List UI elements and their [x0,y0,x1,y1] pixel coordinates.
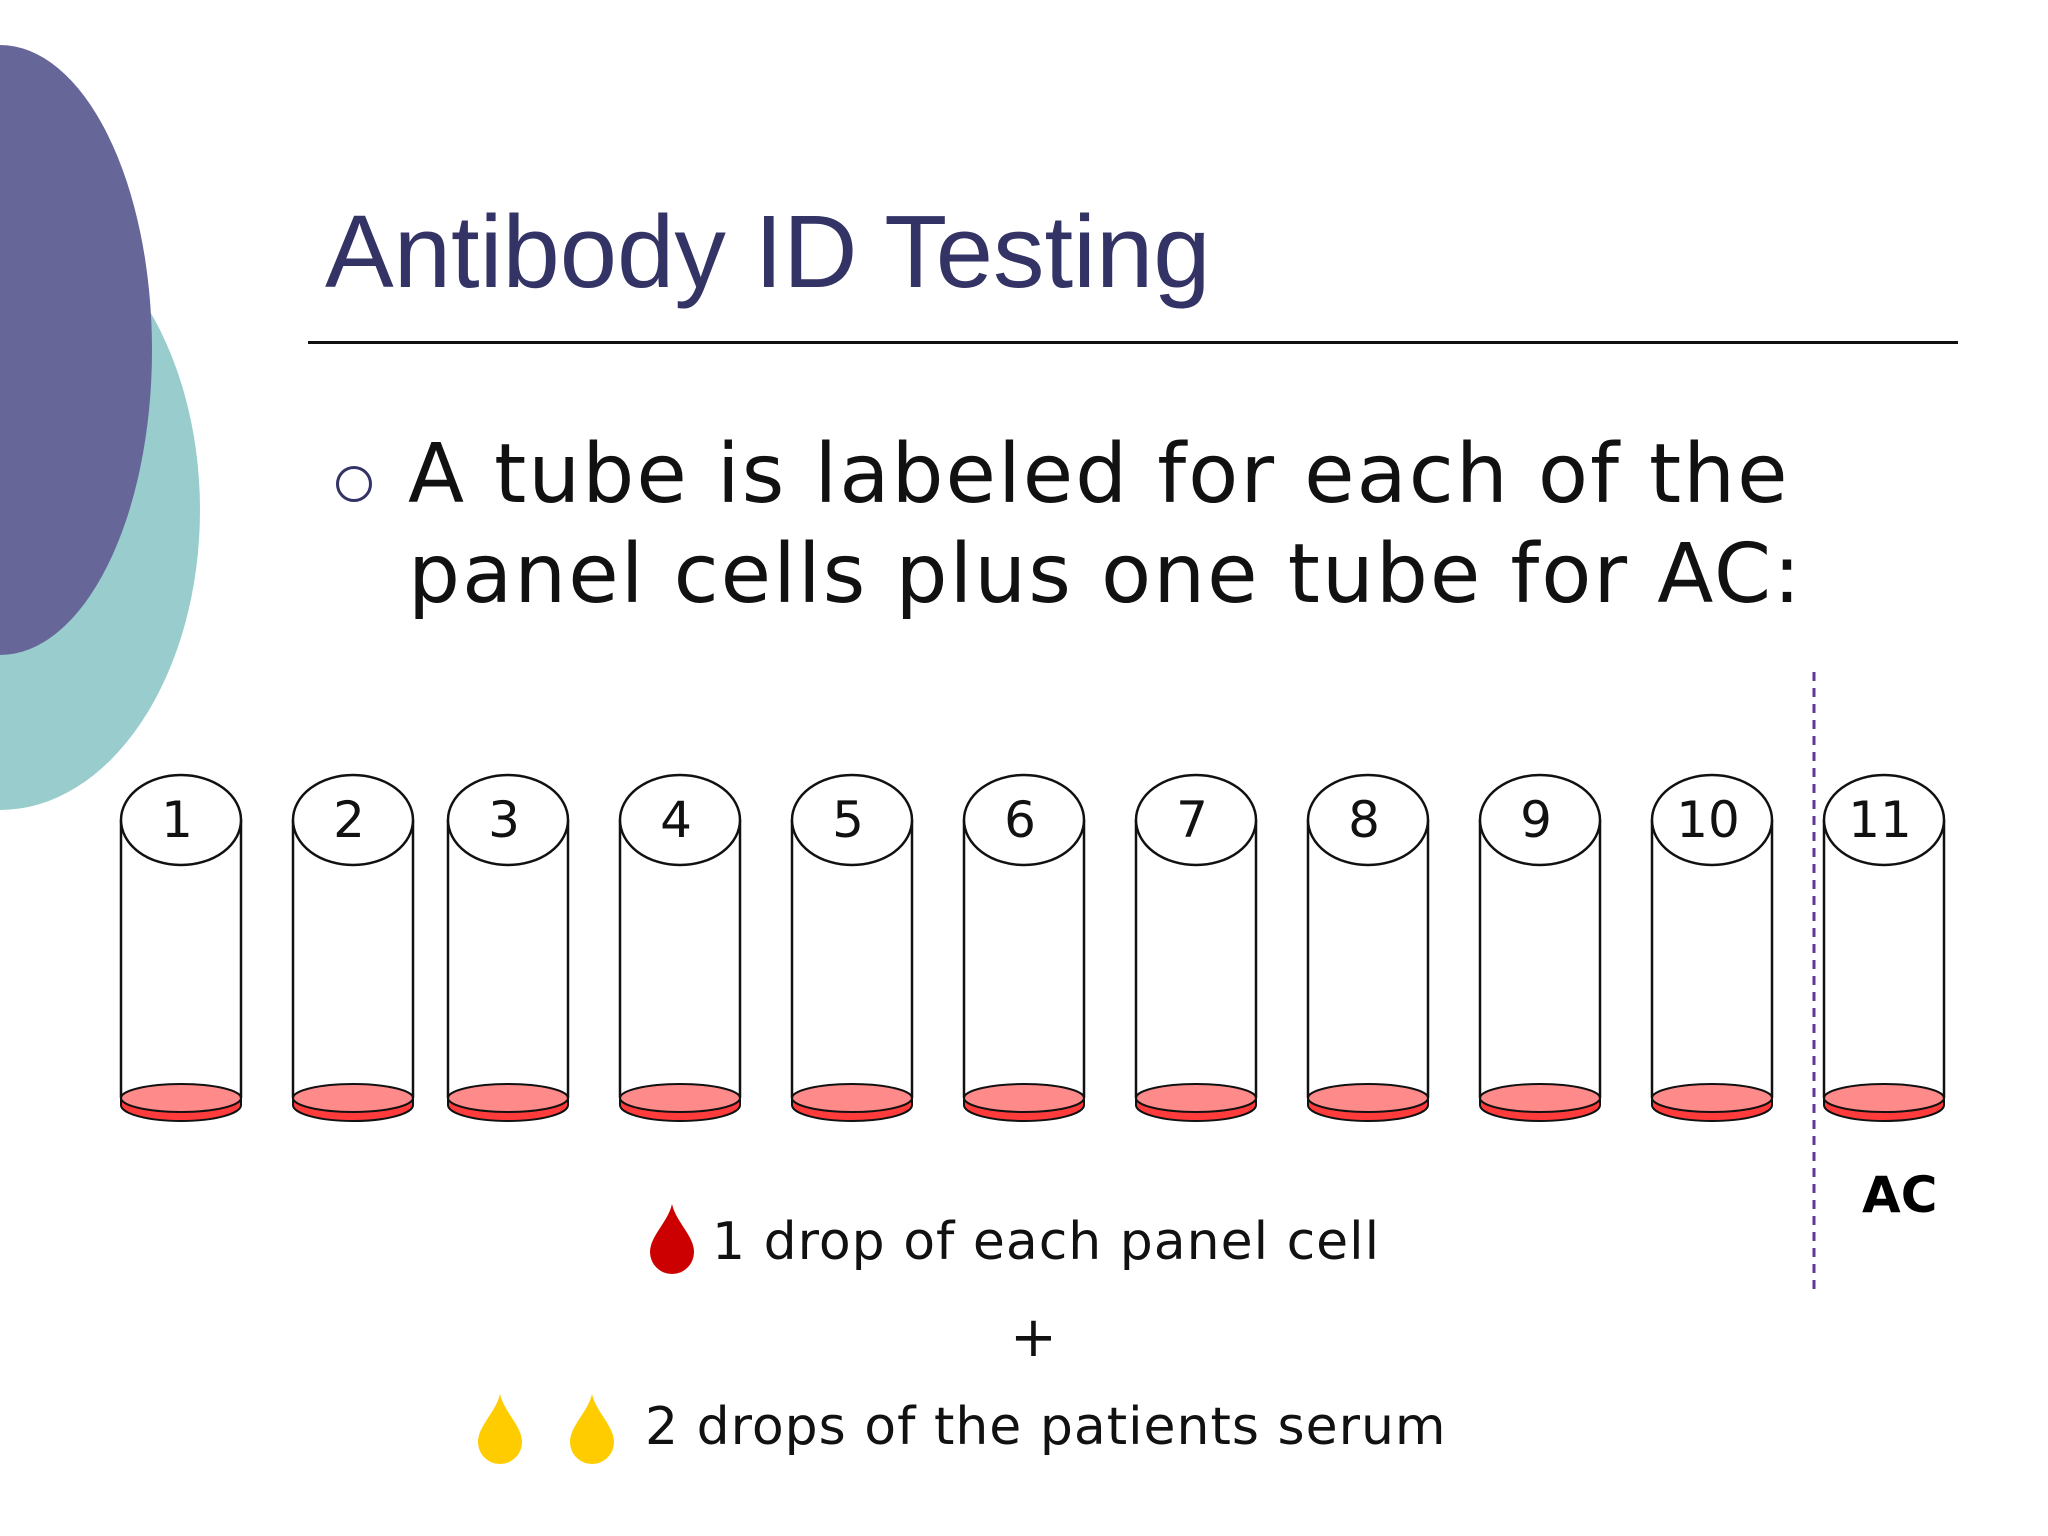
decorative-circles [0,45,200,810]
tube: 3 [446,773,570,1122]
tube-liquid-surface [120,1083,242,1113]
serum-drop-icon [478,1394,522,1464]
title-underline [308,341,1958,344]
tube-liquid-surface [619,1083,741,1113]
tube: 11 [1822,773,1946,1122]
tube: 6 [962,773,1086,1122]
tube-liquid-surface [963,1083,1085,1113]
tube-number: 1 [161,791,193,849]
tube-liquid-surface [447,1083,569,1113]
tube-liquid-surface [791,1083,913,1113]
tube-liquid-surface [1651,1083,1773,1113]
tube-cap [1478,773,1602,867]
tube-liquid-surface [1135,1083,1257,1113]
cell-drop-legend: 1 drop of each panel cell [712,1212,1381,1272]
slide-title: Antibody ID Testing [325,194,1211,309]
tube-number: 8 [1348,791,1380,849]
tube-number: 3 [488,791,520,849]
tube: 7 [1134,773,1258,1122]
serum-drop-legend: 2 drops of the patients serum [645,1397,1447,1457]
tube-cap [1650,773,1774,867]
tube-liquid-surface [1307,1083,1429,1113]
purple-circle [0,45,152,655]
tube: 10 [1650,773,1774,1122]
tube-cap [790,773,914,867]
tube: 1 [119,773,243,1122]
tube-cap [119,773,243,867]
tube-cap [1134,773,1258,867]
tube-number: 5 [832,791,864,849]
bullet-text: A tube is labeled for each of the panel … [408,427,1803,622]
tube-number: 9 [1520,791,1552,849]
plus-sign: + [1010,1305,1058,1370]
tube-liquid-surface [292,1083,414,1113]
tube-cap [291,773,415,867]
blood-drop-icon [650,1204,694,1274]
tube: 2 [291,773,415,1122]
tube: 5 [790,773,914,1122]
tube-liquid-surface [1823,1083,1945,1113]
tube-cap [618,773,742,867]
tube: 8 [1306,773,1430,1122]
tube: 4 [618,773,742,1122]
serum-drop-icon [570,1394,614,1464]
tube-number: 4 [660,791,692,849]
bullet-circle-icon [336,466,372,502]
tube-number: 7 [1176,791,1208,849]
tube-cap [1306,773,1430,867]
tube-number: 2 [333,791,365,849]
tube-number: 10 [1676,791,1740,849]
tube-number: 6 [1004,791,1036,849]
tube-cap [1822,773,1946,867]
tube-number: 11 [1848,791,1912,849]
tube-cap [962,773,1086,867]
tube-liquid-surface [1479,1083,1601,1113]
tube-cap [446,773,570,867]
ac-label: AC [1862,1166,1938,1224]
tube: 9 [1478,773,1602,1122]
